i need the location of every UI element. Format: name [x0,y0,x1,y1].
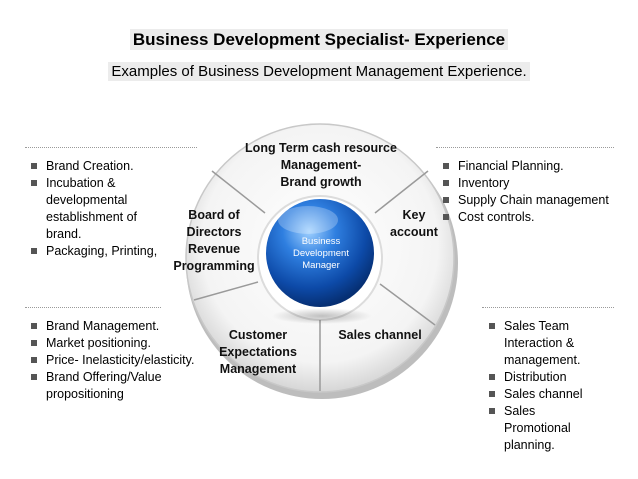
list-bottom-left: Brand Management. Market positioning. Pr… [28,318,218,403]
center-label: Business Development Manager [293,236,349,271]
list-item: Financial Planning. [440,158,630,175]
divider-bottom-left [25,307,161,308]
sphere-highlight [278,206,338,234]
segment-top: Long Term cash resource Management- Bran… [245,141,397,189]
list-item-continuation: brand. [46,227,82,241]
divider-bottom-right [482,307,614,308]
segment-bottom-right: Sales channel [338,328,422,342]
divider-line-upper-right [374,170,429,214]
segment-bottom-left: Customer Expectations Management [219,328,297,376]
list-item-continuation: Promotional [504,421,571,435]
list-item: Brand Management. [28,318,218,335]
list-top-right: Financial Planning. Inventory Supply Cha… [440,158,630,226]
list-item: Brand Offering/Value [28,369,218,386]
divider-top-left [25,147,197,148]
list-item-continuation: planning. [504,438,555,452]
list-item-continuation: establishment of [46,210,138,224]
list-item: Supply Chain management [440,192,630,209]
divider-line-lower-right [379,283,436,326]
list-item: Sales [486,403,616,420]
list-item-continuation: developmental [46,193,128,207]
center-sphere [266,199,374,307]
segment-right: Key account [390,208,438,239]
page-title: Business Development Specialist- Experie… [0,29,638,50]
divider-line-lower-left [193,281,259,301]
list-item: Distribution [486,369,616,386]
list-item: Brand Creation. [28,158,178,175]
list-item: Cost controls. [440,209,630,226]
segment-dividers [193,170,436,391]
list-item-continuation: Interaction & [504,336,575,350]
list-bottom-right: Sales Team Interaction & management. Dis… [486,318,616,454]
list-item: Price- Inelasticity/elasticity. [28,352,218,369]
list-item-continuation: propositioning [46,387,124,401]
segment-left: Board of Directors Revenue Programming [173,208,255,273]
list-item: Incubation & [28,175,178,192]
list-item: Market positioning. [28,335,218,352]
page-subtitle: Examples of Business Development Managem… [0,62,638,81]
divider-top-right [436,147,614,148]
list-item: Inventory [440,175,630,192]
list-item: Sales Team [486,318,616,335]
sphere-shadow [272,308,372,324]
list-item: Sales channel [486,386,616,403]
list-item: Packaging, Printing, [28,243,178,260]
divider-line-upper-left [211,170,266,214]
list-top-left: Brand Creation. Incubation & development… [28,158,178,260]
list-item-continuation: management. [504,353,581,367]
